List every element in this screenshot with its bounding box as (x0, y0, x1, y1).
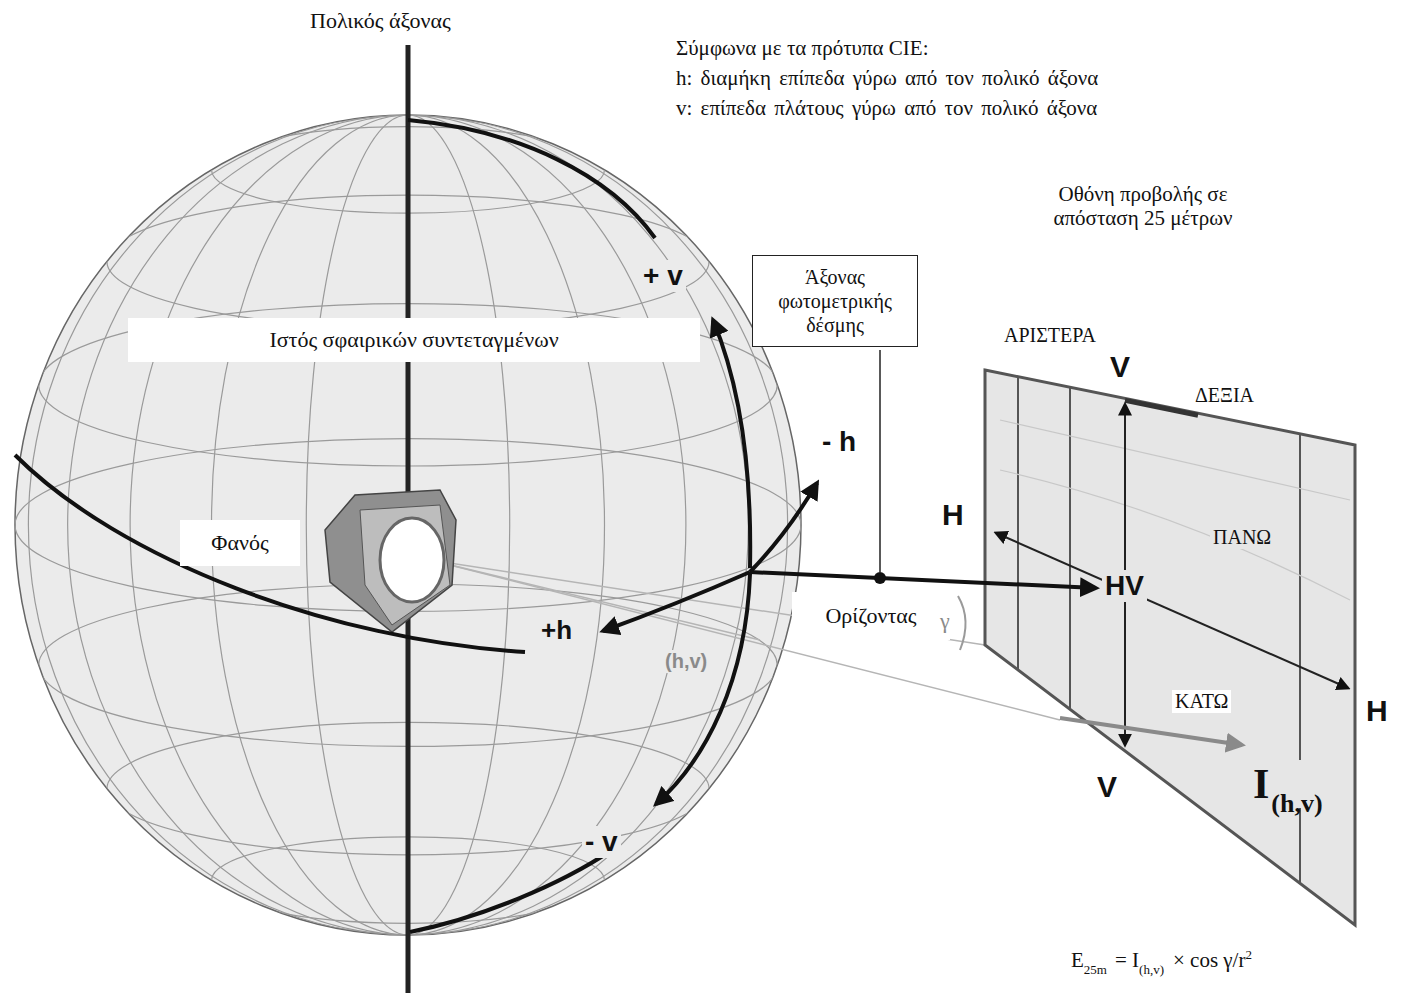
node-text: Ιστός σφαιρικών συντεταγμένων (269, 327, 558, 353)
coordinate-arc (656, 574, 750, 804)
axis-label-box: Άξονας φωτομετρικής δέσμης (752, 255, 918, 347)
beam-axis (750, 572, 1096, 588)
coordinate-arc (410, 850, 612, 932)
formula-part: × cos γ/r (1173, 948, 1245, 972)
coordinate-arc (750, 483, 817, 572)
coordinate-arc (15, 455, 525, 652)
illuminance-formula: E25m= I(h,v)× cos γ/r2 (1068, 948, 1255, 972)
formula-part: = I (1115, 948, 1139, 972)
center-point: HV (1102, 570, 1147, 602)
grid-label-box: Ιστός σφαιρικών συντεταγμένων (128, 318, 700, 362)
screen-note: Οθόνη προβολής σε απόσταση 25 μέτρων (1028, 182, 1258, 230)
formula-subscript: (h,v) (1139, 963, 1164, 978)
node-text: Φανός (211, 530, 268, 556)
angle-symbol: γ (940, 608, 950, 633)
axis-title: Πολικός άξονας (310, 8, 451, 33)
formula-subscript: 25m (1084, 963, 1107, 978)
axis-sign: +h (538, 616, 575, 646)
side-label: ΚΑΤΩ (1172, 690, 1231, 713)
side-label: ΔΕΞΙΑ (1192, 384, 1257, 407)
axis-letter: H (942, 498, 964, 533)
intensity-symbol: I (1253, 760, 1269, 808)
horizon-label-box: Ορίζοντας (792, 592, 950, 640)
beam-line (430, 560, 1060, 720)
side-label: ΑΡΙΣΤΕΡΑ (1004, 324, 1096, 347)
lamp-label-box: Φανός (180, 520, 300, 566)
coordinate-arc (713, 320, 750, 568)
formula-superscript: 2 (1245, 948, 1252, 963)
axis-letter: V (1097, 770, 1117, 805)
axis-sign: + v (640, 260, 686, 292)
beam-line (430, 560, 985, 645)
standard-note: h: διαμήκη επίπεδα γύρω από τον πολικό ά… (676, 66, 1098, 90)
axis-sign: - h (822, 426, 856, 458)
projection-screen (958, 370, 1355, 925)
intensity-symbol: I(h,v) (1250, 760, 1326, 808)
leader-line (879, 350, 881, 572)
node-text: Ορίζοντας (825, 603, 916, 629)
lamp (325, 490, 456, 632)
formula-part: E (1071, 948, 1084, 972)
axis-sign: - v (582, 826, 621, 858)
intensity-subscript: (h,v) (1271, 789, 1322, 819)
standard-note: v: επίπεδα πλάτους γύρω από τον πολικό ά… (676, 96, 1097, 120)
point-label: (h,v) (662, 650, 710, 673)
beam-line (430, 560, 760, 640)
axis-dot (874, 572, 886, 584)
standard-note: Σύμφωνα με τα πρότυπα CIE: (676, 36, 929, 60)
node-text: Άξονας φωτομετρικής δέσμης (760, 265, 910, 337)
axis-letter: V (1110, 350, 1130, 385)
axis-letter: H (1366, 694, 1388, 729)
side-label: ΠΑΝΩ (1210, 526, 1274, 549)
coordinate-arc (408, 120, 655, 238)
coordinate-arc (603, 572, 750, 631)
